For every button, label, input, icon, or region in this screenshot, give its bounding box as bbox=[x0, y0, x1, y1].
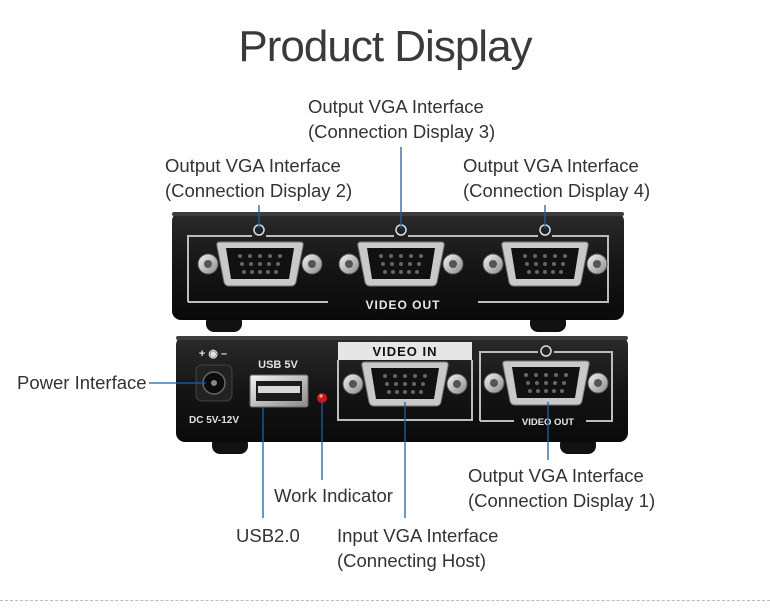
label-out3-line2: (Connection Display 3) bbox=[308, 121, 496, 142]
leader-lines bbox=[149, 147, 549, 518]
label-out4-line1: Output VGA Interface bbox=[463, 155, 639, 176]
top-panel-label: VIDEO OUT bbox=[365, 298, 440, 312]
label-input-vga: Input VGA Interface (Connecting Host) bbox=[337, 523, 498, 573]
label-power-interface: Power Interface bbox=[17, 372, 147, 393]
label-output-display-2: Output VGA Interface (Connection Display… bbox=[165, 153, 352, 203]
bottom-divider bbox=[0, 600, 770, 601]
label-out3-line1: Output VGA Interface bbox=[308, 96, 484, 117]
page-title: Product Display bbox=[238, 22, 532, 71]
polarity-symbol: + ◉ – bbox=[199, 348, 227, 360]
label-work-indicator: Work Indicator bbox=[274, 485, 393, 506]
label-output-display-1: Output VGA Interface (Connection Display… bbox=[468, 463, 655, 513]
label-output-display-3: Output VGA Interface (Connection Display… bbox=[308, 94, 495, 144]
dc-rating-label: DC 5V-12V bbox=[189, 415, 239, 426]
video-in-label: VIDEO IN bbox=[372, 344, 437, 359]
label-input-line2: (Connecting Host) bbox=[337, 550, 487, 571]
label-usb: USB2.0 bbox=[236, 525, 300, 546]
label-out4-line2: (Connection Display 4) bbox=[463, 180, 651, 201]
usb-5v-label: USB 5V bbox=[258, 359, 298, 371]
label-output-display-4: Output VGA Interface (Connection Display… bbox=[463, 153, 650, 203]
output-switch-unit: VIDEO OUT bbox=[172, 212, 624, 332]
label-input-line1: Input VGA Interface bbox=[337, 525, 499, 546]
input-switch-unit: + ◉ – DC 5V-12V USB 5V VIDEO IN VIDEO OU… bbox=[176, 336, 628, 454]
label-out1-line1: Output VGA Interface bbox=[468, 465, 644, 486]
label-out1-line2: (Connection Display 1) bbox=[468, 490, 656, 511]
work-led bbox=[317, 393, 327, 403]
label-out2-line1: Output VGA Interface bbox=[165, 155, 341, 176]
label-out2-line2: (Connection Display 2) bbox=[165, 180, 353, 201]
